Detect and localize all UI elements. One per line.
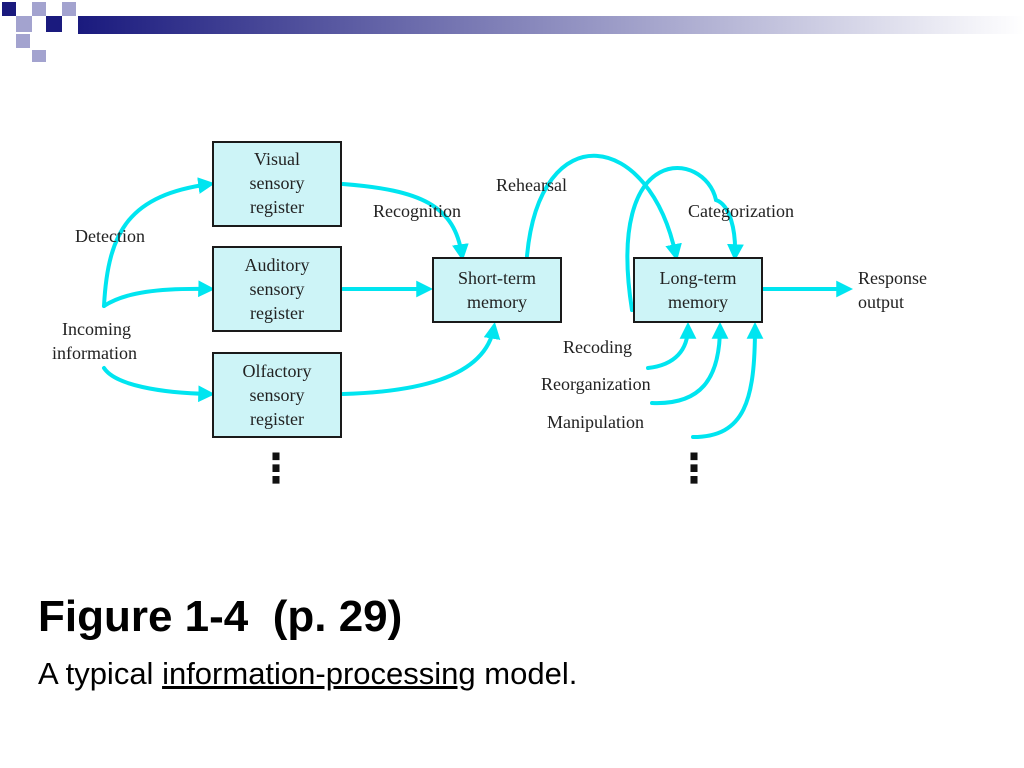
arrow-olfactory-to-short-term	[341, 322, 501, 396]
reorganization-label: Reorganization	[541, 374, 651, 394]
olfactory-register-label: sensory	[250, 385, 305, 405]
decor-square	[16, 34, 30, 48]
short-term-memory-label: Short-term	[458, 268, 536, 288]
information-processing-diagram: Visual sensory register Auditory sensory…	[52, 141, 927, 492]
recoding-label: Recoding	[563, 337, 632, 357]
incoming-information-label: Incoming	[62, 319, 131, 339]
decor-square	[46, 16, 62, 32]
visual-sensory-register-box: Visual sensory register	[212, 141, 342, 227]
subtitle-prefix: A typical	[38, 656, 163, 691]
decor-square	[62, 2, 76, 16]
more-processes-ellipsis-icon: ⋮	[674, 446, 714, 492]
rehearsal-label: Rehearsal	[496, 175, 567, 195]
long-term-memory-label: memory	[668, 292, 728, 312]
arrow-detection-to-visual	[102, 177, 215, 308]
arrow-rehearsal-loop	[525, 153, 682, 261]
long-term-memory-label: Long-term	[660, 268, 737, 288]
more-registers-ellipsis-icon: ⋮	[256, 446, 296, 492]
auditory-register-label: register	[250, 303, 304, 323]
figure-title: Figure 1-4 (p. 29)	[38, 592, 403, 641]
arrow-manipulation	[691, 321, 764, 439]
information-processing-link[interactable]: information-processing	[162, 656, 476, 691]
decor-square	[16, 16, 32, 32]
olfactory-sensory-register-box: Olfactory sensory register	[212, 352, 342, 438]
arrow-visual-to-short-term	[341, 182, 469, 261]
short-term-memory-label: memory	[467, 292, 527, 312]
slide-header-decoration	[2, 2, 1024, 62]
manipulation-label: Manipulation	[547, 412, 644, 432]
visual-register-label: register	[250, 197, 304, 217]
subtitle-suffix: model.	[475, 656, 578, 691]
olfactory-register-label: register	[250, 409, 304, 429]
auditory-register-label: Auditory	[245, 255, 310, 275]
arrow-long-term-feedback-loop	[625, 166, 718, 312]
short-term-memory-box: Short-term memory	[432, 257, 562, 323]
auditory-register-label: sensory	[250, 279, 305, 299]
decor-square	[2, 2, 16, 16]
arrow-incoming-to-auditory	[102, 280, 216, 308]
incoming-information-label: information	[52, 343, 137, 363]
arrow-categorization	[714, 198, 744, 262]
olfactory-register-label: Olfactory	[243, 361, 312, 381]
visual-register-label: Visual	[254, 149, 300, 169]
response-output-label: output	[858, 292, 904, 312]
recognition-label: Recognition	[373, 201, 461, 221]
arrow-reorganization	[650, 321, 729, 406]
response-output-label: Response	[858, 268, 927, 288]
auditory-sensory-register-box: Auditory sensory register	[212, 246, 342, 332]
arrow-incoming-to-olfactory	[102, 366, 216, 403]
visual-register-label: sensory	[250, 173, 305, 193]
decor-square	[32, 50, 46, 62]
header-gradient-bar	[78, 16, 1024, 34]
decor-square	[32, 2, 46, 16]
arrow-recoding	[646, 321, 697, 370]
figure-subtitle: A typical information-processing model.	[38, 656, 577, 692]
long-term-memory-box: Long-term memory	[633, 257, 763, 323]
detection-label: Detection	[75, 226, 145, 246]
categorization-label: Categorization	[688, 201, 794, 221]
